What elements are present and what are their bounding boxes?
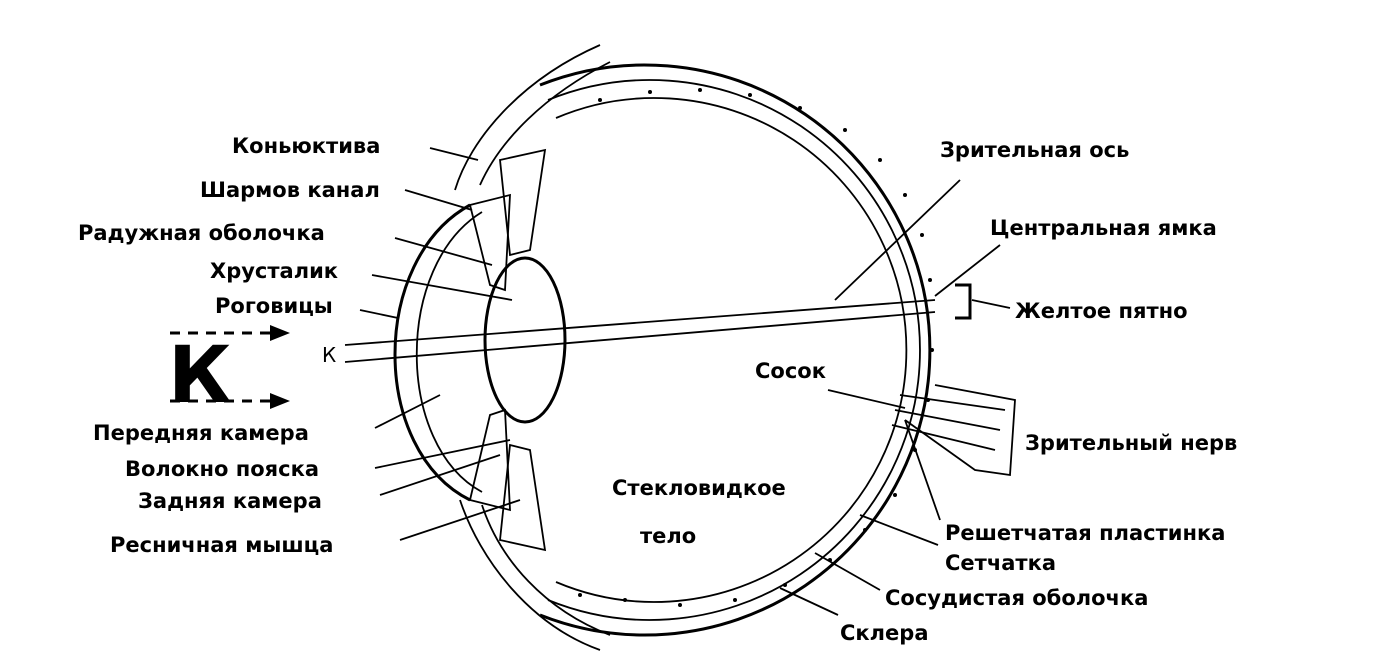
conjunctiva-lower	[459, 499, 601, 651]
conjunctiva-lower-2	[481, 504, 611, 636]
k-arrow-upper-head	[270, 325, 290, 341]
retina-outline	[555, 97, 908, 603]
choroid-dots	[578, 88, 934, 607]
label-visual-axis: Зрительная ось	[940, 138, 1129, 162]
sclera-outline	[539, 63, 932, 637]
label-zonule-fiber: Волокно пояска	[125, 457, 319, 481]
cornea-inner	[415, 211, 483, 493]
visual-axis-lower	[344, 311, 936, 363]
leader-posterior-chamber	[379, 454, 501, 496]
label-choroid: Сосудистая оболочка	[885, 586, 1148, 610]
label-big-k: К	[168, 331, 232, 421]
optic-nerve-line2	[894, 409, 1001, 431]
leader-choroid	[814, 552, 881, 591]
label-fovea: Центральная ямка	[990, 216, 1217, 240]
label-lamina-cribrosa: Решетчатая пластинка	[945, 521, 1225, 545]
leader-optic-disc	[827, 389, 906, 409]
leader-iris	[394, 237, 493, 266]
leader-conjunctiva	[429, 147, 479, 161]
label-small-k: К	[322, 343, 336, 367]
label-optic-disc: Сосок	[755, 359, 826, 383]
ciliary-lower	[499, 443, 547, 552]
lens-shape	[483, 256, 567, 424]
label-ciliary-muscle: Ресничная мышца	[110, 533, 333, 557]
k-arrow-lower-head	[270, 393, 290, 409]
label-posterior-chamber: Задняя камера	[138, 489, 322, 513]
label-retina: Сетчатка	[945, 551, 1056, 575]
conjunctiva-upper	[454, 44, 601, 191]
label-optic-nerve: Зрительный нерв	[1025, 431, 1237, 455]
leader-ciliary-muscle	[399, 499, 521, 541]
label-vitreous-2: тело	[640, 524, 696, 548]
cornea-outline	[393, 203, 471, 502]
leader-sclera	[779, 587, 839, 616]
leader-retina	[859, 514, 939, 546]
macula-bracket	[955, 283, 972, 320]
iris-upper	[468, 193, 511, 292]
eye-structure	[170, 44, 1016, 651]
leader-lines	[359, 147, 1011, 616]
leader-schlemm	[404, 189, 473, 211]
conjunctiva-upper-2	[479, 61, 611, 186]
label-lens: Хрусталик	[210, 259, 338, 283]
leader-fovea	[934, 244, 1001, 297]
choroid-outline	[547, 79, 921, 621]
optic-nerve-line3	[891, 424, 996, 451]
label-schlemm-canal: Шармов канал	[200, 178, 380, 202]
label-vitreous-1: Стекловидкое	[612, 476, 786, 500]
label-sclera: Склера	[840, 621, 929, 645]
leader-visual-axis	[834, 179, 961, 301]
leader-lamina	[904, 419, 941, 521]
leader-zonule	[374, 439, 511, 469]
leader-cornea	[359, 309, 399, 319]
optic-nerve-line1	[899, 394, 1006, 411]
labels: Коньюктива Шармов канал Радужная оболочк…	[78, 134, 1237, 645]
ciliary-upper	[499, 148, 547, 257]
label-iris: Радужная оболочка	[78, 221, 325, 245]
label-conjunctiva: Коньюктива	[232, 134, 380, 158]
label-macula: Желтое пятно	[1015, 299, 1188, 323]
leader-lens	[371, 274, 513, 301]
leader-anterior-chamber	[374, 394, 441, 429]
visual-axis-upper	[344, 299, 936, 346]
label-anterior-chamber: Передняя камера	[93, 421, 309, 445]
leader-macula	[971, 299, 1011, 309]
optic-nerve-outline	[904, 384, 1016, 477]
label-cornea: Роговицы	[215, 294, 333, 318]
